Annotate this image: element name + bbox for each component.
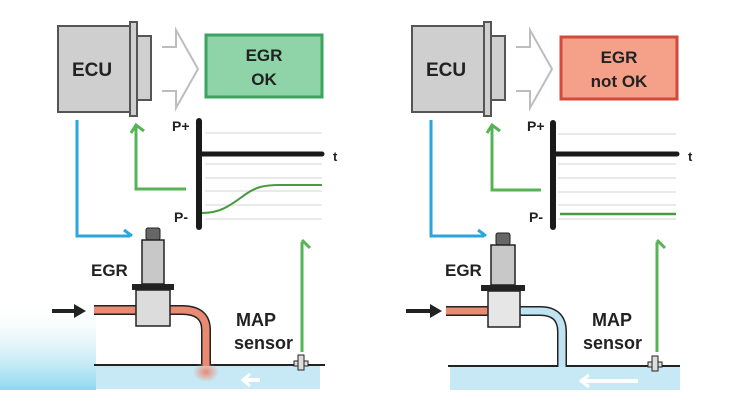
command-line (429, 120, 484, 238)
ecu-label: ECU (72, 60, 112, 81)
egr-label: EGR (445, 261, 482, 280)
arrow-up-icon (300, 238, 312, 250)
pressure-grid (205, 132, 322, 220)
panel-egr-ok: ECU EGR OK P+ P- t (52, 21, 338, 389)
p-minus-label: P- (529, 209, 543, 225)
status-line-1: EGR (246, 46, 283, 65)
hollow-arrow-icon (162, 26, 200, 112)
intake-glow (0, 300, 96, 390)
command-line (75, 120, 130, 238)
ecu-unit: ECU (57, 21, 152, 117)
ecu-unit: ECU (411, 21, 506, 117)
egr-pipe (94, 306, 210, 366)
egr-valve (132, 227, 174, 327)
intake-manifold (450, 366, 680, 390)
status-line-2: OK (251, 70, 277, 89)
sensor-label: sensor (234, 333, 293, 353)
arrow-right-icon (123, 228, 133, 238)
arrow-right-icon (477, 228, 487, 238)
map-label: MAP (236, 310, 276, 330)
pressure-signal-rising (201, 184, 322, 214)
status-box: EGR not OK (559, 35, 679, 101)
p-plus-label: P+ (172, 118, 190, 134)
arrow-up-icon (485, 122, 501, 134)
status-box: EGR OK (204, 33, 324, 99)
status-box-bg (559, 35, 679, 101)
pressure-grid (558, 133, 676, 220)
egr-valve (481, 232, 525, 328)
p-minus-label: P- (174, 209, 188, 225)
arrow-up-icon (655, 238, 667, 250)
egr-label: EGR (91, 261, 128, 280)
p-plus-label: P+ (527, 118, 545, 134)
hollow-arrow-icon (516, 26, 554, 112)
status-box-bg (204, 33, 324, 99)
status-line-2: not OK (591, 72, 648, 91)
panel-egr-not-ok: ECU EGR not OK P+ P- t (406, 21, 693, 390)
t-label: t (688, 149, 693, 164)
ecu-label: ECU (426, 60, 466, 81)
t-label: t (333, 149, 338, 164)
status-line-1: EGR (601, 48, 638, 67)
arrow-up-icon (129, 122, 145, 134)
feedback-line (134, 126, 186, 191)
hot-gas-spot (193, 362, 219, 382)
egr-pipe (492, 307, 566, 367)
map-label: MAP (592, 310, 632, 330)
feedback-line (490, 126, 541, 192)
sensor-label: sensor (583, 333, 642, 353)
